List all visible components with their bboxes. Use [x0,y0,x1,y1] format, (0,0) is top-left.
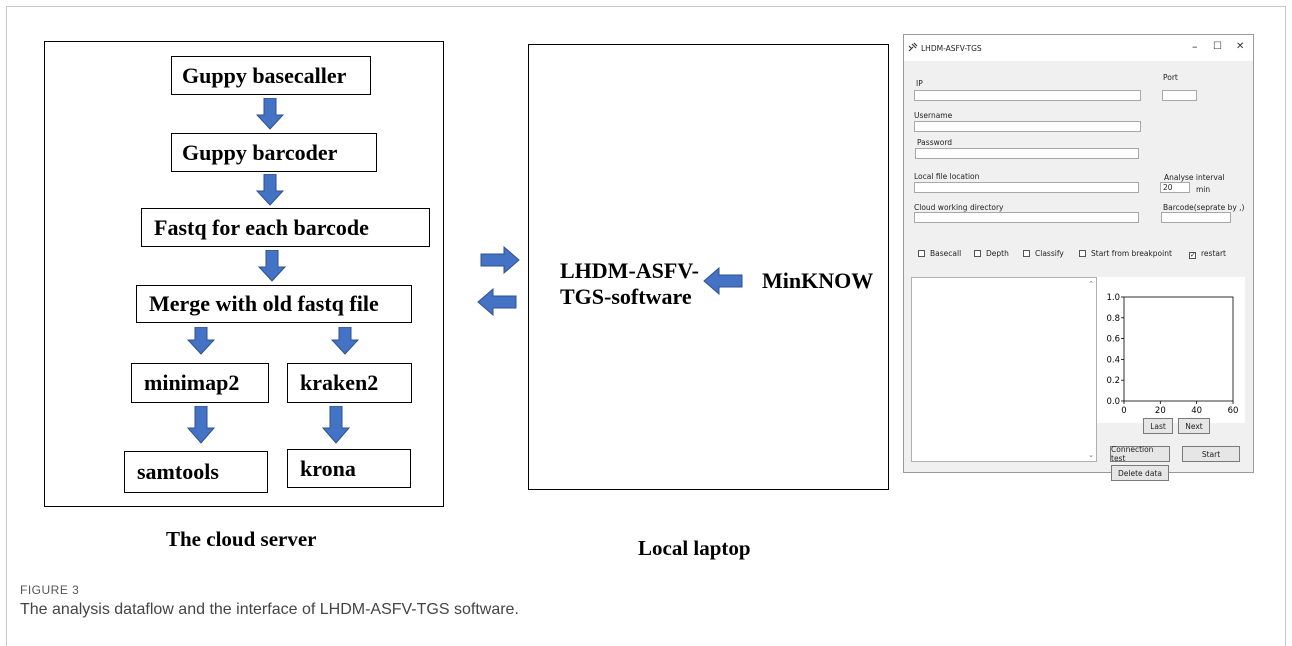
samtools-box: samtools [124,451,268,493]
checkbox-label: Basecall [930,249,962,258]
y-tick-label: 0.4 [1106,355,1120,365]
connection-test-button[interactable]: Connection test [1110,445,1170,463]
arrow-down-icon [187,327,215,355]
depth-chart-area: 0.0 0.2 0.4 0.6 0.8 1.0 0 20 40 60 [1097,277,1245,423]
figure-caption: The analysis dataflow and the interface … [20,601,519,618]
arrow-down-icon [322,406,350,444]
interval-unit: min [1196,185,1211,194]
arrow-down-icon [256,174,284,206]
arrow-down-icon [256,98,284,130]
plot-frame [1123,296,1234,402]
port-label: Port [1163,73,1178,82]
guppy-basecaller-box: Guppy basecaller [171,56,371,95]
minknow-label: MinKNOW [762,268,874,293]
barcode-input[interactable] [1161,212,1231,223]
checkbox-box[interactable] [1079,250,1086,257]
checkbox-box[interactable] [1023,250,1030,257]
checkmark-icon[interactable]: ✓ [1189,251,1196,259]
checkbox-box[interactable] [918,250,925,257]
arrow-down-icon [258,250,286,282]
checkbox-restart[interactable]: ✓ restart [1189,249,1226,259]
minimap2-box: minimap2 [131,363,269,403]
window-title: LHDM-ASFV-TGS [921,44,982,53]
chevron-down-icon[interactable]: ⌄ [1088,451,1094,459]
software-label-line1: LHDM-ASFV- [560,258,699,283]
krona-box: krona [287,449,411,488]
chevron-up-icon[interactable]: ⌃ [1088,280,1094,288]
checkbox-label: Classify [1035,249,1064,258]
start-button[interactable]: Start [1182,446,1240,462]
checkbox-label: Start from breakpoint [1091,249,1172,258]
depth-chart: 0.0 0.2 0.4 0.6 0.8 1.0 0 20 40 60 [1106,293,1239,416]
username-input[interactable] [914,121,1141,132]
guppy-barcoder-box: Guppy barcoder [171,133,377,172]
delete-data-button[interactable]: Delete data [1111,465,1169,481]
minimize-button[interactable]: – [1192,40,1198,53]
checkbox-depth[interactable]: Depth [974,249,1009,258]
app-window: LHDM-ASFV-TGS – ☐ ✕ IP Port Username Pas… [903,34,1254,481]
cloud-server-caption: The cloud server [166,527,317,551]
cloud-dir-label: Cloud working directory [914,203,1004,212]
cloud-server-panel [44,41,444,507]
ip-label: IP [916,79,923,88]
software-label-line2: TGS-software [560,284,692,309]
x-tick-label: 20 [1155,406,1166,416]
checkbox-classify[interactable]: Classify [1023,249,1064,258]
username-label: Username [914,111,953,120]
arrow-left-icon [477,288,517,316]
x-tick-label: 40 [1191,406,1202,416]
maximize-button[interactable]: ☐ [1213,41,1222,52]
y-tick-label: 0.2 [1106,376,1120,386]
local-file-label: Local file location [914,172,980,181]
log-output-box[interactable]: ⌃ ⌄ [911,277,1097,462]
arrow-right-icon [480,246,520,274]
y-tick-label: 0.8 [1106,314,1120,324]
y-tick-label: 1.0 [1106,293,1120,303]
y-tick-label: 0.6 [1106,335,1120,345]
kraken2-box: kraken2 [287,363,412,403]
y-tick-label: 0.0 [1106,397,1120,407]
local-laptop-panel [528,44,889,490]
password-label: Password [917,138,953,147]
barcode-label: Barcode(seprate by ,) [1163,203,1245,212]
password-input[interactable] [915,148,1139,159]
checkbox-box[interactable] [974,250,981,257]
local-laptop-caption: Local laptop [638,536,751,560]
tool-icon [908,42,918,52]
analyse-interval-label: Analyse interval [1164,173,1225,182]
arrow-down-icon [187,406,215,444]
checkbox-start-from-breakpoint[interactable]: Start from breakpoint [1079,249,1172,258]
fastq-each-barcode-box: Fastq for each barcode [141,208,430,247]
arrow-down-icon [331,327,359,355]
figure-frame [6,6,1286,646]
checkbox-basecall[interactable]: Basecall [918,249,961,258]
port-input[interactable] [1162,90,1197,101]
close-button[interactable]: ✕ [1236,41,1245,52]
figure-label: FIGURE 3 [20,583,80,597]
last-button[interactable]: Last [1143,418,1173,434]
arrow-left-icon [703,267,743,295]
cloud-dir-input[interactable] [914,212,1139,223]
software-label: LHDM-ASFV- TGS-software [560,258,699,310]
local-file-input[interactable] [914,182,1139,193]
interval-input[interactable]: 20 [1160,182,1190,193]
x-tick-label: 60 [1228,406,1239,416]
title-bar: LHDM-ASFV-TGS – ☐ ✕ [904,35,1253,61]
ip-input[interactable] [914,90,1141,101]
merge-fastq-box: Merge with old fastq file [136,285,412,323]
checkbox-label: restart [1201,249,1227,258]
next-button[interactable]: Next [1178,418,1210,434]
x-tick-label: 0 [1121,406,1126,416]
checkbox-label: Depth [986,249,1009,258]
